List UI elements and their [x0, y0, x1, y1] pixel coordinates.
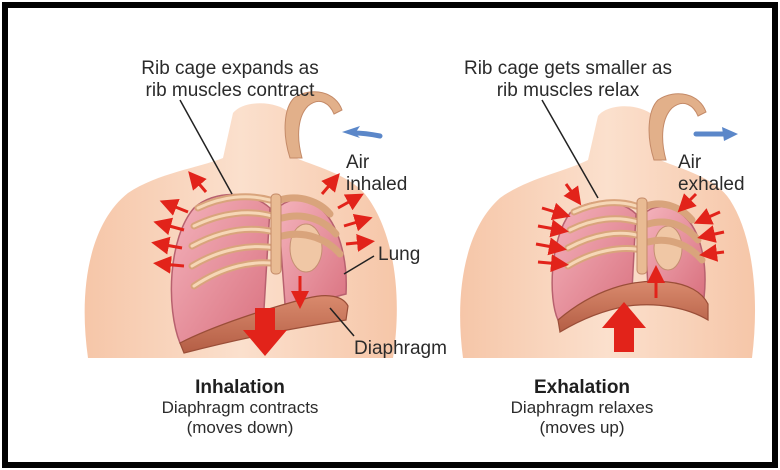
- exhalation-caption-line1: Diaphragm relaxes: [511, 398, 654, 417]
- exhalation-title: Exhalation: [534, 377, 630, 398]
- air-inhaled-line2: inhaled: [346, 174, 407, 195]
- diaphragm-label: Diaphragm: [354, 338, 447, 359]
- sternum-left: [271, 194, 281, 274]
- inhalation-title: Inhalation: [195, 377, 285, 398]
- lung-label: Lung: [378, 244, 420, 265]
- exhalation-figure: Rib cage gets smaller as rib muscles rel…: [460, 58, 755, 437]
- trachea-left: [285, 92, 342, 158]
- rib-label-left-line1: Rib cage expands as: [141, 58, 318, 79]
- air-exhaled-line2: exhaled: [678, 174, 745, 195]
- air-inhaled-line1: Air: [346, 152, 370, 173]
- air-exhaled-arrow: [722, 127, 738, 141]
- heart-right: [654, 226, 682, 270]
- inhalation-caption-line2: (moves down): [187, 418, 294, 437]
- exhalation-caption-line2: (moves up): [539, 418, 624, 437]
- rib-label-right-line2: rib muscles relax: [497, 80, 640, 101]
- inhalation-figure: Rib cage expands as rib muscles contract…: [85, 58, 447, 437]
- air-exhaled-line1: Air: [678, 152, 702, 173]
- breathing-diagram: Rib cage expands as rib muscles contract…: [8, 8, 772, 462]
- rib-label-left-line2: rib muscles contract: [146, 80, 316, 101]
- trachea-right: [649, 94, 706, 160]
- rib-label-right-line1: Rib cage gets smaller as: [464, 58, 672, 79]
- inhalation-caption-line1: Diaphragm contracts: [162, 398, 319, 417]
- sternum-right: [637, 198, 647, 274]
